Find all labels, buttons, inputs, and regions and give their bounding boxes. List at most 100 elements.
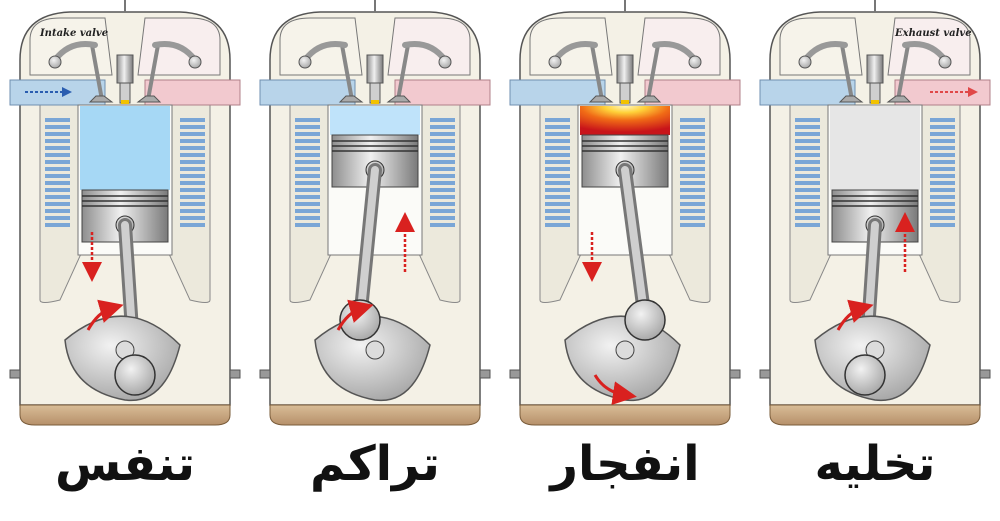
coolant-fin	[180, 223, 205, 227]
coolant-fin	[430, 209, 455, 213]
coolant-fin	[180, 118, 205, 122]
coolant-fin	[545, 118, 570, 122]
coolant-fin	[545, 223, 570, 227]
coolant-fin	[430, 188, 455, 192]
combustion-chamber-gas	[80, 106, 170, 190]
coolant-fin	[45, 139, 70, 143]
side-bolt-left	[759, 369, 771, 379]
connecting-rod-highlight	[356, 166, 379, 324]
intake-valve-stem	[340, 44, 354, 101]
coolant-fin	[930, 132, 955, 136]
coolant-fin	[295, 118, 320, 122]
coolant-fin	[180, 202, 205, 206]
stroke-label-intake: تنفس	[54, 436, 195, 492]
coolant-fin	[45, 118, 70, 122]
coolant-fin	[430, 153, 455, 157]
exhaust-valve-stem	[646, 44, 660, 101]
spark-plug-electrode	[871, 100, 879, 104]
coolant-fin	[180, 216, 205, 220]
intake-port	[259, 79, 356, 106]
intake-valve-label: Intake valve	[40, 28, 109, 39]
coolant-fin	[795, 202, 820, 206]
rocker-pivot-right	[688, 55, 702, 69]
coolant-fin	[680, 216, 705, 220]
rocker-pivot-left	[548, 55, 562, 69]
crank-rotation-arrow	[336, 299, 374, 331]
coolant-fin	[45, 195, 70, 199]
coolant-fin	[430, 195, 455, 199]
coolant-fin	[795, 125, 820, 129]
coolant-fin	[795, 139, 820, 143]
coolant-fin	[930, 174, 955, 178]
rocker-pivot-right	[938, 55, 952, 69]
spark-plug-electrode	[121, 100, 129, 104]
exhaust-port	[644, 79, 741, 106]
coolant-fin	[45, 188, 70, 192]
spark-plug-wire	[874, 0, 876, 12]
intake-port	[509, 79, 606, 106]
coolant-fin	[180, 195, 205, 199]
coolant-fin	[795, 132, 820, 136]
coolant-fin	[295, 160, 320, 164]
oil-sump	[269, 404, 481, 426]
coolant-fin	[795, 174, 820, 178]
spark-plug-wire	[374, 0, 376, 12]
coolant-fin	[45, 146, 70, 150]
spark-plug	[116, 54, 134, 84]
coolant-fin	[295, 132, 320, 136]
coolant-fin	[295, 125, 320, 129]
coolant-fin	[545, 125, 570, 129]
coolant-fin	[295, 139, 320, 143]
coolant-fin	[680, 139, 705, 143]
coolant-fin	[430, 160, 455, 164]
coolant-fin	[680, 181, 705, 185]
engine-intake	[9, 0, 241, 426]
coolant-fin	[680, 118, 705, 122]
coolant-fin	[545, 195, 570, 199]
coolant-fin	[45, 167, 70, 171]
coolant-fin	[430, 118, 455, 122]
rocker-pivot-left	[48, 55, 62, 69]
oil-sump	[19, 404, 231, 426]
side-bolt-right	[979, 369, 991, 379]
rocker-pivot-left	[798, 55, 812, 69]
coolant-fin	[45, 216, 70, 220]
coolant-fin	[545, 188, 570, 192]
intake-valve-stem	[90, 44, 104, 101]
coolant-fin	[430, 202, 455, 206]
coolant-fin	[430, 139, 455, 143]
coolant-fin	[680, 174, 705, 178]
crank-pin	[114, 354, 156, 396]
coolant-fin	[930, 146, 955, 150]
coolant-fin	[45, 132, 70, 136]
exhaust-flow-arrowhead	[968, 87, 978, 97]
coolant-fin	[295, 153, 320, 157]
crank-rotation-arrow	[593, 374, 637, 406]
coolant-fin	[295, 223, 320, 227]
coolant-fin	[930, 181, 955, 185]
coolant-fin	[545, 132, 570, 136]
coolant-fin	[430, 223, 455, 227]
intake-valve-head	[838, 95, 864, 103]
rocker-pivot-right	[188, 55, 202, 69]
side-bolt-left	[9, 369, 21, 379]
spark-plug-electrode	[621, 100, 629, 104]
coolant-fin	[295, 174, 320, 178]
coolant-fin	[545, 167, 570, 171]
coolant-fin	[680, 160, 705, 164]
coolant-fin	[795, 160, 820, 164]
coolant-fin	[45, 202, 70, 206]
spark-plug	[866, 54, 884, 84]
connecting-rod-highlight	[621, 166, 649, 324]
coolant-fin	[45, 223, 70, 227]
coolant-fin	[680, 195, 705, 199]
coolant-fin	[180, 188, 205, 192]
combustion-chamber-gas	[330, 106, 420, 135]
coolant-fin	[930, 160, 955, 164]
coolant-fin	[430, 146, 455, 150]
spark-plug-wire	[624, 0, 626, 12]
coolant-fin	[180, 160, 205, 164]
coolant-fin	[795, 223, 820, 227]
crank-pin	[844, 354, 886, 396]
coolant-fin	[545, 216, 570, 220]
